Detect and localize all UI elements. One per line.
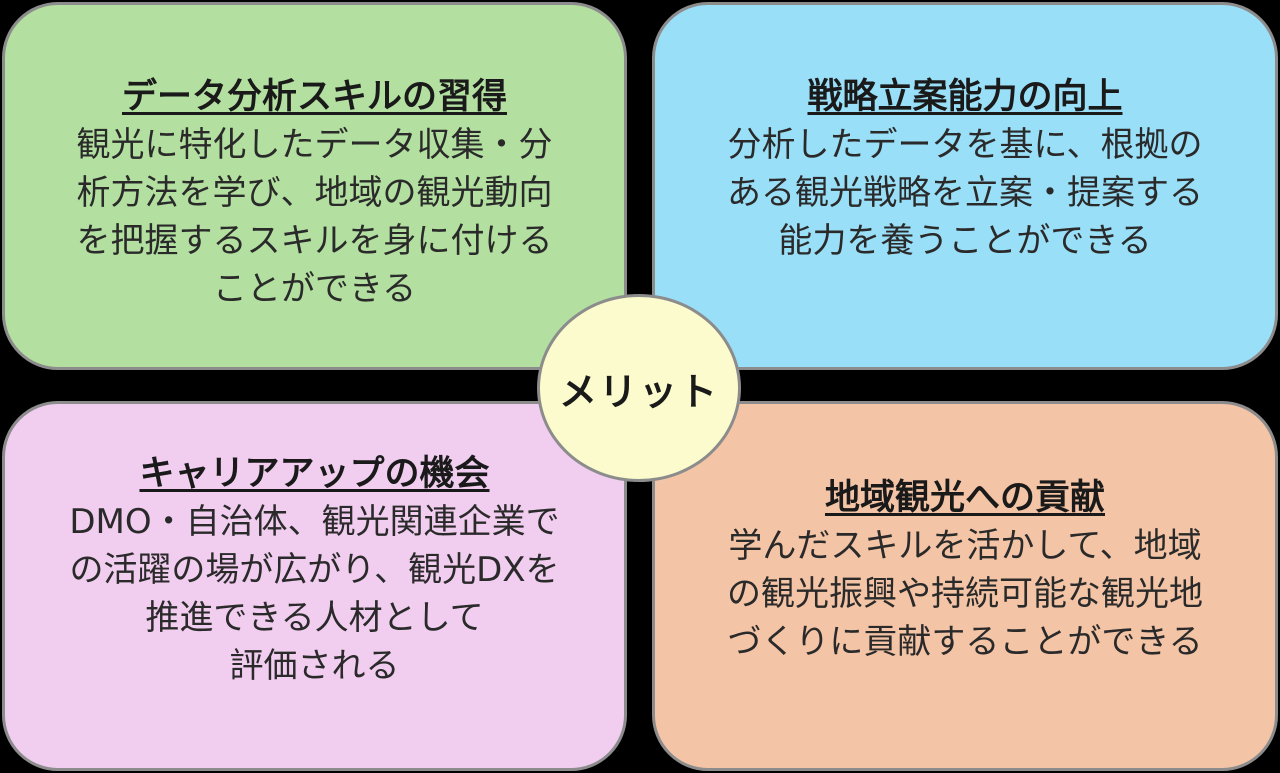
merit-card-data-analysis-skill: データ分析スキルの習得 観光に特化したデータ収集・分 析方法を学び、地域の観光動…	[2, 2, 627, 370]
description-line: 析方法を学び、地域の観光動向	[76, 173, 553, 213]
description-line: ある観光戦略を立案・提案する	[727, 173, 1203, 213]
description-line: の活躍の場が広がり、観光DXを	[69, 550, 560, 590]
description-line: DMO・自治体、観光関連企業で	[69, 502, 560, 542]
description-line: 評価される	[229, 646, 400, 686]
merit-card-career-advancement: キャリアアップの機会 DMO・自治体、観光関連企業で の活躍の場が広がり、観光D…	[2, 401, 627, 771]
merit-card-regional-tourism-contribution: 地域観光への貢献 学んだスキルを活かして、地域 の観光振興や持続可能な観光地 づ…	[652, 401, 1278, 771]
merit-card-title: 戦略立案能力の向上	[807, 77, 1123, 117]
description-line: の観光振興や持続可能な観光地	[727, 574, 1203, 614]
description-line: 能力を養うことができる	[778, 221, 1152, 261]
merit-card-title: 地域観光への貢献	[824, 478, 1105, 518]
merit-card-title: データ分析スキルの習得	[121, 77, 507, 117]
description-line: 分析したデータを基に、根拠の	[727, 125, 1203, 165]
description-line: 推進できる人材として	[145, 598, 484, 638]
description-line: 観光に特化したデータ収集・分	[76, 125, 553, 165]
center-merit-label: メリット	[558, 369, 719, 414]
merit-card-strategy-planning: 戦略立案能力の向上 分析したデータを基に、根拠の ある観光戦略を立案・提案する …	[652, 2, 1278, 370]
merit-card-description: DMO・自治体、観光関連企業で の活躍の場が広がり、観光DXを 推進できる人材と…	[69, 498, 559, 690]
center-merit-circle: メリット	[537, 294, 741, 482]
description-line: づくりに貢献することができる	[727, 622, 1203, 662]
merit-card-title: キャリアアップの機会	[139, 454, 490, 494]
merit-card-description: 学んだスキルを活かして、地域 の観光振興や持続可能な観光地 づくりに貢献すること…	[727, 522, 1203, 666]
description-line: ことができる	[212, 269, 417, 309]
description-line: を把握するスキルを身に付ける	[76, 221, 553, 261]
description-line: 学んだスキルを活かして、地域	[728, 526, 1202, 566]
merit-card-description: 分析したデータを基に、根拠の ある観光戦略を立案・提案する 能力を養うことができ…	[727, 121, 1203, 265]
merit-card-description: 観光に特化したデータ収集・分 析方法を学び、地域の観光動向 を把握するスキルを身…	[77, 121, 553, 313]
